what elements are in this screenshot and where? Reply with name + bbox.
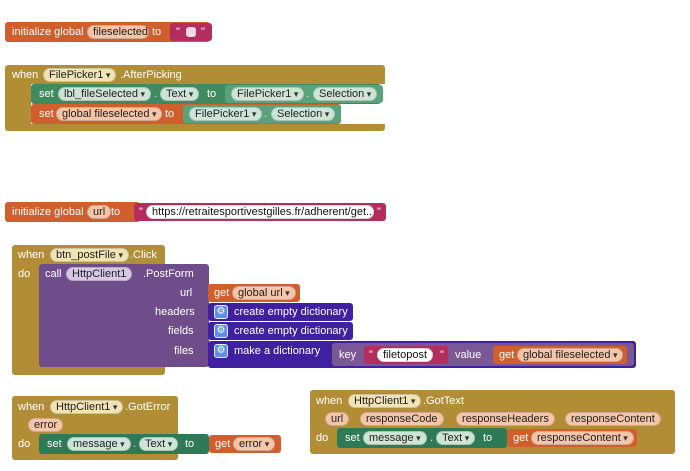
filepicker-selection-getter[interactable]: FilePicker1 . Selection <box>225 85 383 103</box>
to-label: to <box>185 438 195 450</box>
param-url[interactable]: url <box>325 412 350 426</box>
getter-component-dropdown[interactable]: FilePicker1 <box>231 87 305 101</box>
fields-socket-label: fields <box>168 325 194 337</box>
get-var-dropdown[interactable]: error <box>233 437 276 451</box>
set-message-text-block-2[interactable]: set message . Text to <box>337 428 507 448</box>
set-message-text-block[interactable]: set message . Text to <box>39 434 209 454</box>
get-var-dropdown[interactable]: global url <box>232 286 296 300</box>
gear-icon[interactable]: ⚙ <box>214 324 228 338</box>
event-name: .GotError <box>125 401 171 413</box>
do-label: do <box>18 268 31 280</box>
url-text-block[interactable]: " https://retraitesportivestgilles.fr/ad… <box>134 203 386 221</box>
when-label: when <box>18 249 45 261</box>
call-label: call <box>45 268 62 280</box>
empty-text-field[interactable] <box>186 27 196 37</box>
key-label: key <box>339 349 357 361</box>
url-socket-label: url <box>180 287 193 299</box>
set-property-dropdown[interactable]: Text <box>436 431 476 445</box>
postform-call-block[interactable]: call HttpClient1 .PostForm url headers f… <box>39 264 209 367</box>
init-global-label: initialize global <box>12 26 84 38</box>
gear-icon[interactable]: ⚙ <box>214 344 228 358</box>
get-var-dropdown[interactable]: global fileselected <box>517 348 624 362</box>
init-global-url-block[interactable]: initialize global url to <box>5 202 140 222</box>
quote-open: " <box>176 26 180 38</box>
quote-close: " <box>201 26 205 38</box>
getter-property-dropdown[interactable]: Selection <box>271 107 336 121</box>
error-param[interactable]: error <box>28 418 64 432</box>
set-label: set <box>47 438 62 450</box>
getter-dot: . <box>264 108 268 120</box>
to-label: to <box>111 206 121 218</box>
getter-component-dropdown[interactable]: FilePicker1 <box>189 107 263 121</box>
get-error-block[interactable]: get error <box>209 435 281 453</box>
to-label: to <box>165 108 175 120</box>
create-empty-dictionary-headers[interactable]: ⚙ create empty dictionary <box>208 303 353 321</box>
dot-label: . <box>133 438 137 450</box>
headers-socket-label: headers <box>155 306 195 318</box>
dictionary-label: create empty dictionary <box>234 325 348 337</box>
set-label: set <box>39 88 54 100</box>
make-dictionary-label: make a dictionary <box>234 345 321 357</box>
set-label: set <box>39 108 54 120</box>
filepicker-selection-getter-2[interactable]: FilePicker1 . Selection <box>183 105 341 123</box>
param-responsecode[interactable]: responseCode <box>360 412 444 426</box>
global-var-dropdown[interactable]: global fileselected <box>56 107 163 121</box>
afterpicking-body-gap <box>5 84 31 131</box>
url-text-field[interactable]: https://retraitesportivestgilles.fr/adhe… <box>146 205 374 219</box>
get-label: get <box>215 438 231 450</box>
files-socket-label: files <box>174 345 194 357</box>
when-label: when <box>12 69 39 81</box>
param-responsecontent[interactable]: responseContent <box>565 412 661 426</box>
init-global-label: initialize global <box>12 206 84 218</box>
button-component-dropdown[interactable]: btn_postFile <box>50 248 129 262</box>
dot-label: . <box>430 432 434 444</box>
quote-open: " <box>139 206 143 218</box>
param-responseheaders[interactable]: responseHeaders <box>456 412 555 426</box>
get-label: get <box>513 432 529 444</box>
method-name: .PostForm <box>143 268 194 280</box>
when-label: when <box>316 395 343 407</box>
quote-open: " <box>369 349 373 361</box>
to-label: to <box>207 88 217 100</box>
empty-text-block[interactable]: " " <box>170 23 212 41</box>
do-label: do <box>18 438 31 450</box>
quote-close: " <box>377 206 381 218</box>
event-name: .Click <box>130 249 157 261</box>
event-name: .AfterPicking <box>120 69 182 81</box>
get-label: get <box>214 287 230 299</box>
value-label: value <box>455 349 482 361</box>
get-global-fileselected-block[interactable]: get global fileselected <box>493 346 627 364</box>
get-global-url-block[interactable]: get global url <box>208 284 300 302</box>
get-label: get <box>499 349 515 361</box>
global-name-field[interactable]: url <box>87 205 112 219</box>
to-label: to <box>152 26 162 38</box>
getter-property-dropdown[interactable]: Selection <box>313 87 378 101</box>
dictionary-label: create empty dictionary <box>234 306 348 318</box>
filetopost-text-block[interactable]: " filetopost " <box>364 346 448 364</box>
set-component-dropdown[interactable]: message <box>363 431 427 445</box>
httpclient-component-dropdown[interactable]: HttpClient1 <box>66 267 133 281</box>
get-var-dropdown[interactable]: responseContent <box>531 431 634 445</box>
set-label: set <box>345 432 360 444</box>
getter-dot: . <box>306 88 310 100</box>
event-name: .GotText <box>423 395 464 407</box>
dot-label: . <box>154 88 158 100</box>
set-property-dropdown[interactable]: Text <box>139 437 179 451</box>
when-label: when <box>18 401 45 413</box>
to-label: to <box>483 432 493 444</box>
init-global-fileselected-block[interactable]: initialize global fileselected to <box>5 22 210 42</box>
set-property-dropdown[interactable]: Text <box>160 87 200 101</box>
do-label: do <box>316 432 329 444</box>
global-name-field[interactable]: fileselected <box>87 25 149 39</box>
create-empty-dictionary-fields[interactable]: ⚙ create empty dictionary <box>208 322 353 340</box>
httpclient-component-dropdown[interactable]: HttpClient1 <box>348 394 422 408</box>
gear-icon[interactable]: ⚙ <box>214 305 228 319</box>
component-dropdown[interactable]: FilePicker1 <box>43 68 117 82</box>
key-text-field[interactable]: filetopost <box>377 348 434 362</box>
set-component-dropdown[interactable]: lbl_fileSelected <box>58 87 152 101</box>
quote-close: " <box>440 349 444 361</box>
httpclient-component-dropdown[interactable]: HttpClient1 <box>50 400 124 414</box>
get-responsecontent-block[interactable]: get responseContent <box>507 429 637 447</box>
set-component-dropdown[interactable]: message <box>67 437 131 451</box>
